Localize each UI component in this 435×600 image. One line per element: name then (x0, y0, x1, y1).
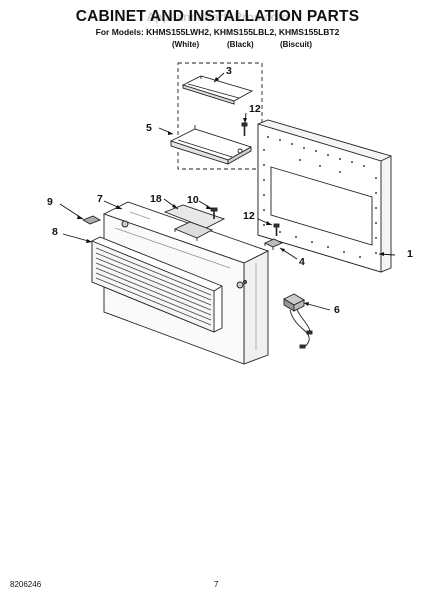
callout-3: 3 (226, 65, 232, 77)
part-9-pad (81, 215, 102, 225)
part-6-thermal-switch (283, 293, 313, 349)
part-1-mounting-plate (257, 119, 392, 273)
color-biscuit: (Biscuit) (280, 40, 312, 49)
callout-10: 10 (187, 194, 199, 206)
part-10-screw (210, 207, 218, 219)
part-3-bracket (181, 75, 254, 105)
callout-5: 5 (146, 122, 152, 134)
callout-18: 18 (150, 193, 162, 205)
page-number: 7 (214, 580, 219, 589)
grille-slats (95, 247, 212, 326)
callout-6: 6 (334, 304, 340, 316)
part-18-vent-plate (163, 204, 226, 241)
callout-12-upper: 12 (249, 103, 261, 115)
part-8-grille (91, 236, 223, 333)
plate-holes (263, 136, 377, 258)
callout-9: 9 (47, 196, 53, 208)
callout-4: 4 (299, 256, 305, 268)
part-5-tray (169, 125, 253, 165)
document-number: 8206246 (10, 580, 42, 589)
part-4-clip (263, 238, 284, 250)
callout-7: 7 (97, 193, 103, 205)
watermark: AppliancePartsPros.com (146, 10, 289, 24)
part-12-screw-lower (273, 223, 280, 236)
callout-1: 1 (407, 248, 413, 260)
models-line: For Models: KHMS155LWH2, KHMS155LBL2, KH… (95, 27, 340, 37)
color-white: (White) (172, 40, 200, 49)
callout-8: 8 (52, 226, 58, 238)
assembly-group-box (177, 62, 263, 170)
callout-12-lower: 12 (243, 210, 255, 222)
part-12-screw-upper (241, 122, 248, 136)
page-title: CABINET AND INSTALLATION PARTS (75, 8, 360, 25)
color-black: (Black) (227, 40, 254, 49)
leader-arrowheads (77, 77, 384, 306)
